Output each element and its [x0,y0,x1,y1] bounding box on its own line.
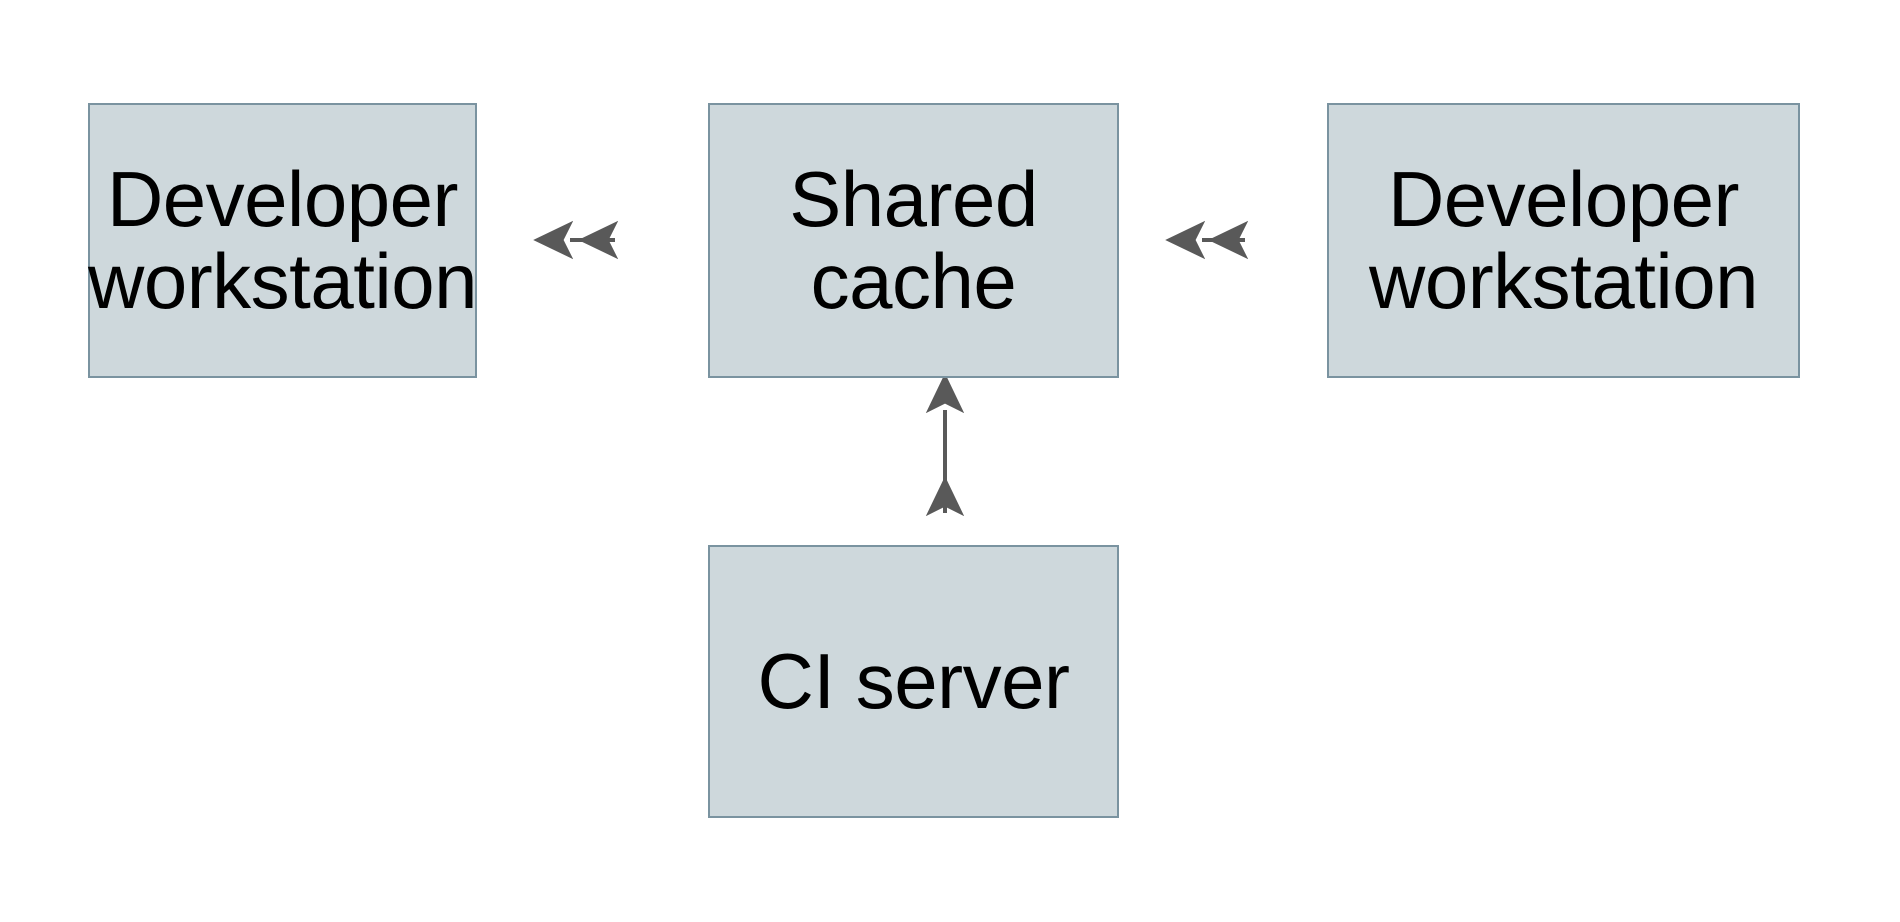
node-developer-workstation-left[interactable]: Developer workstation [88,103,478,378]
node-label: CI server [757,636,1070,725]
edge-shared-cache-to-ci-server[interactable] [917,373,973,545]
bidirectional-arrow-icon [925,373,965,517]
edge-shared-cache-to-developer-right[interactable] [1119,212,1327,268]
node-label: Developer workstation [88,154,478,325]
bidirectional-arrow-icon [533,220,619,260]
node-label: Developer workstation [1369,154,1759,325]
node-shared-cache[interactable]: Shared cache [708,103,1119,378]
node-label: Shared cache [789,154,1038,325]
node-developer-workstation-right[interactable]: Developer workstation [1327,103,1800,378]
bidirectional-arrow-icon [1165,220,1249,260]
edge-developer-left-to-shared-cache[interactable] [477,212,708,268]
node-ci-server[interactable]: CI server [708,545,1119,818]
